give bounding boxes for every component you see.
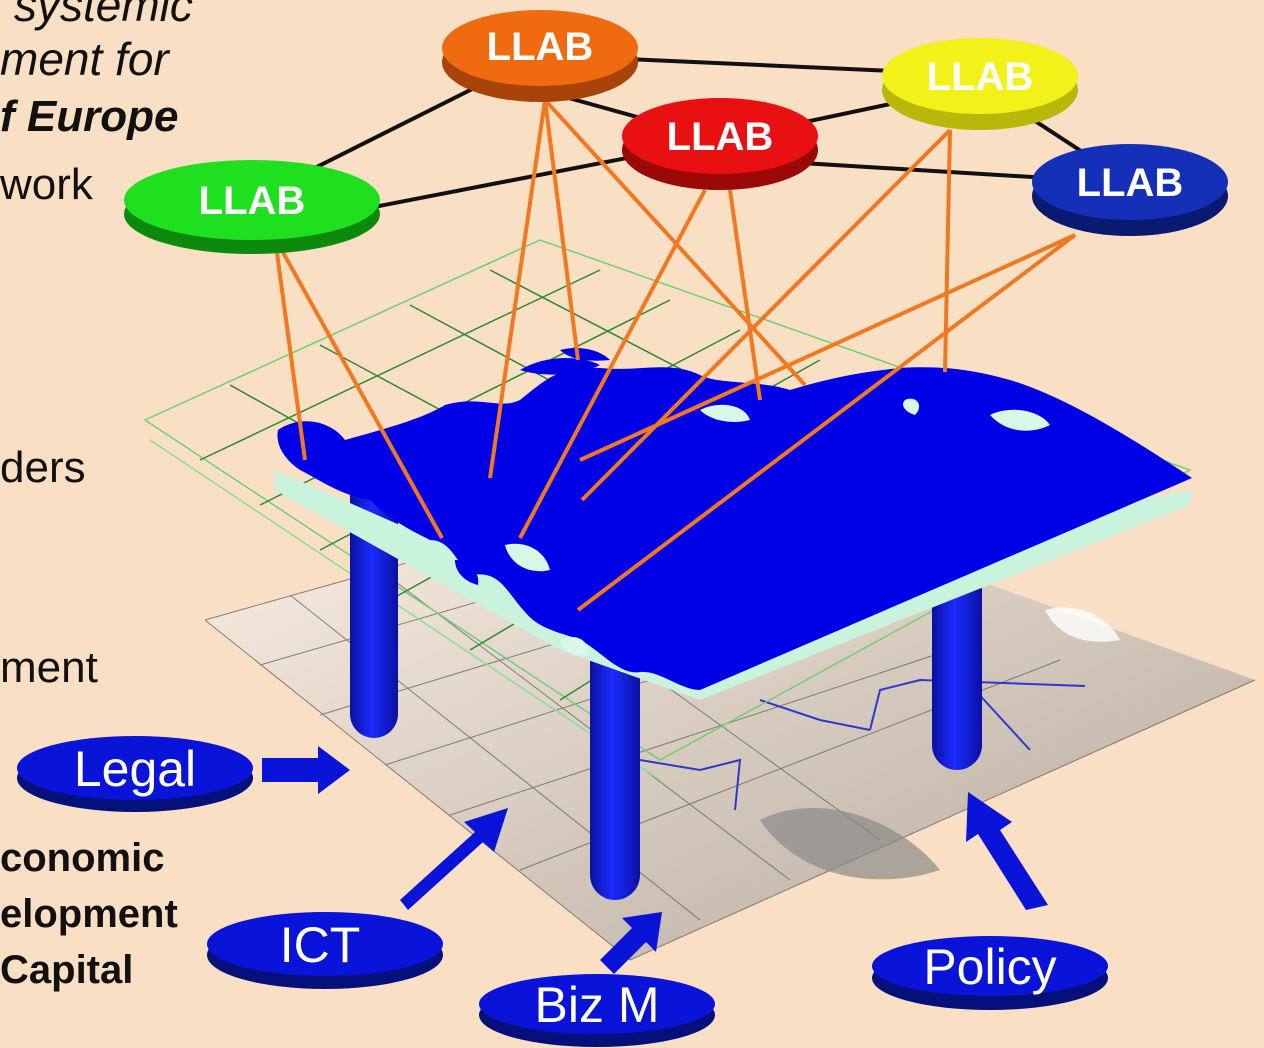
left-text-line1: systemic [14,0,193,31]
left-text-line9: Capital [0,948,134,992]
left-text-line5: ders [0,443,86,492]
pillar-policy [932,560,982,770]
policy-label: Policy [923,939,1056,995]
llab-orange-label: LLAB [487,25,594,69]
bizm-label: Biz M [535,977,660,1033]
llab-yellow-label: LLAB [927,55,1034,99]
llab-red[interactable]: LLAB [622,98,818,190]
policy-arrow-icon [966,792,1048,910]
left-text-line7: conomic [0,836,165,880]
llab-yellow[interactable]: LLAB [882,38,1078,130]
llab-blue-label: LLAB [1077,161,1184,205]
left-text-line8: elopment [0,892,178,936]
europe-map [275,348,1192,700]
pillar-bizm [590,610,640,900]
llab-green-label: LLAB [199,179,306,223]
left-text-line6: ment [0,643,98,692]
policy-group[interactable]: Policy [872,792,1108,1010]
bizm-arrow-icon [600,912,662,974]
llab-blue[interactable]: LLAB [1032,144,1228,236]
llab-red-label: LLAB [667,115,774,159]
ict-arrow-icon [400,808,508,910]
ict-group[interactable]: ICT [207,808,508,989]
bizm-group[interactable]: Biz M [479,912,715,1047]
llab-green[interactable]: LLAB [124,160,380,254]
left-text-line2: ment for [0,33,169,85]
left-text-line4: work [0,160,93,209]
legal-group[interactable]: Legal [17,736,350,812]
legal-label: Legal [74,741,196,797]
llab-orange[interactable]: LLAB [442,10,638,102]
legal-arrow-icon [262,746,350,794]
left-text-line3: f Europe [0,92,179,141]
ict-label: ICT [280,917,361,973]
llab-map-links [273,98,1077,612]
